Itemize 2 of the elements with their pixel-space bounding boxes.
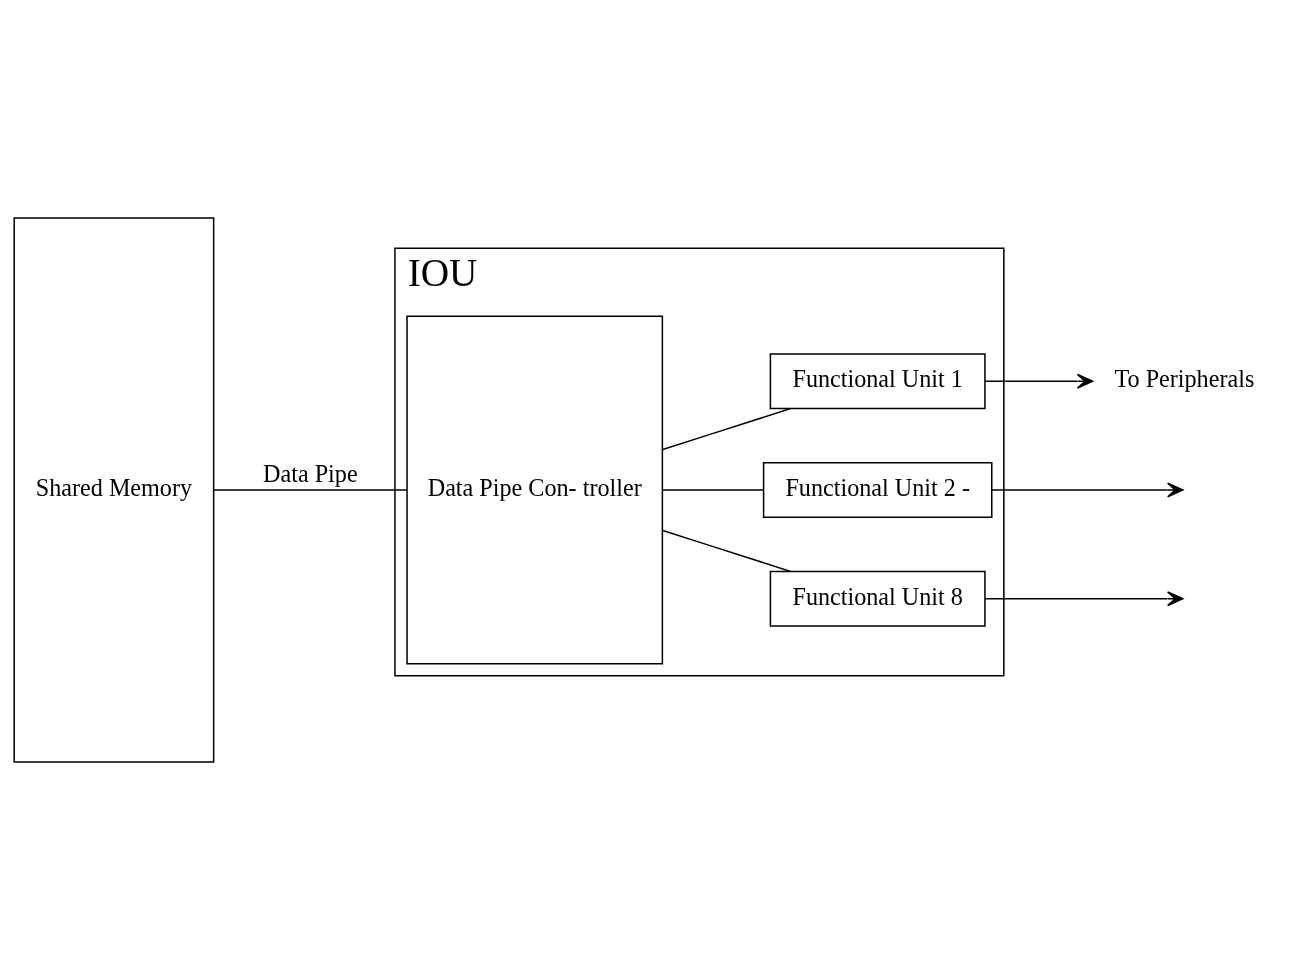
node-text: To Peripherals <box>1114 364 1255 392</box>
edge-label: Data Pipe <box>263 460 358 488</box>
